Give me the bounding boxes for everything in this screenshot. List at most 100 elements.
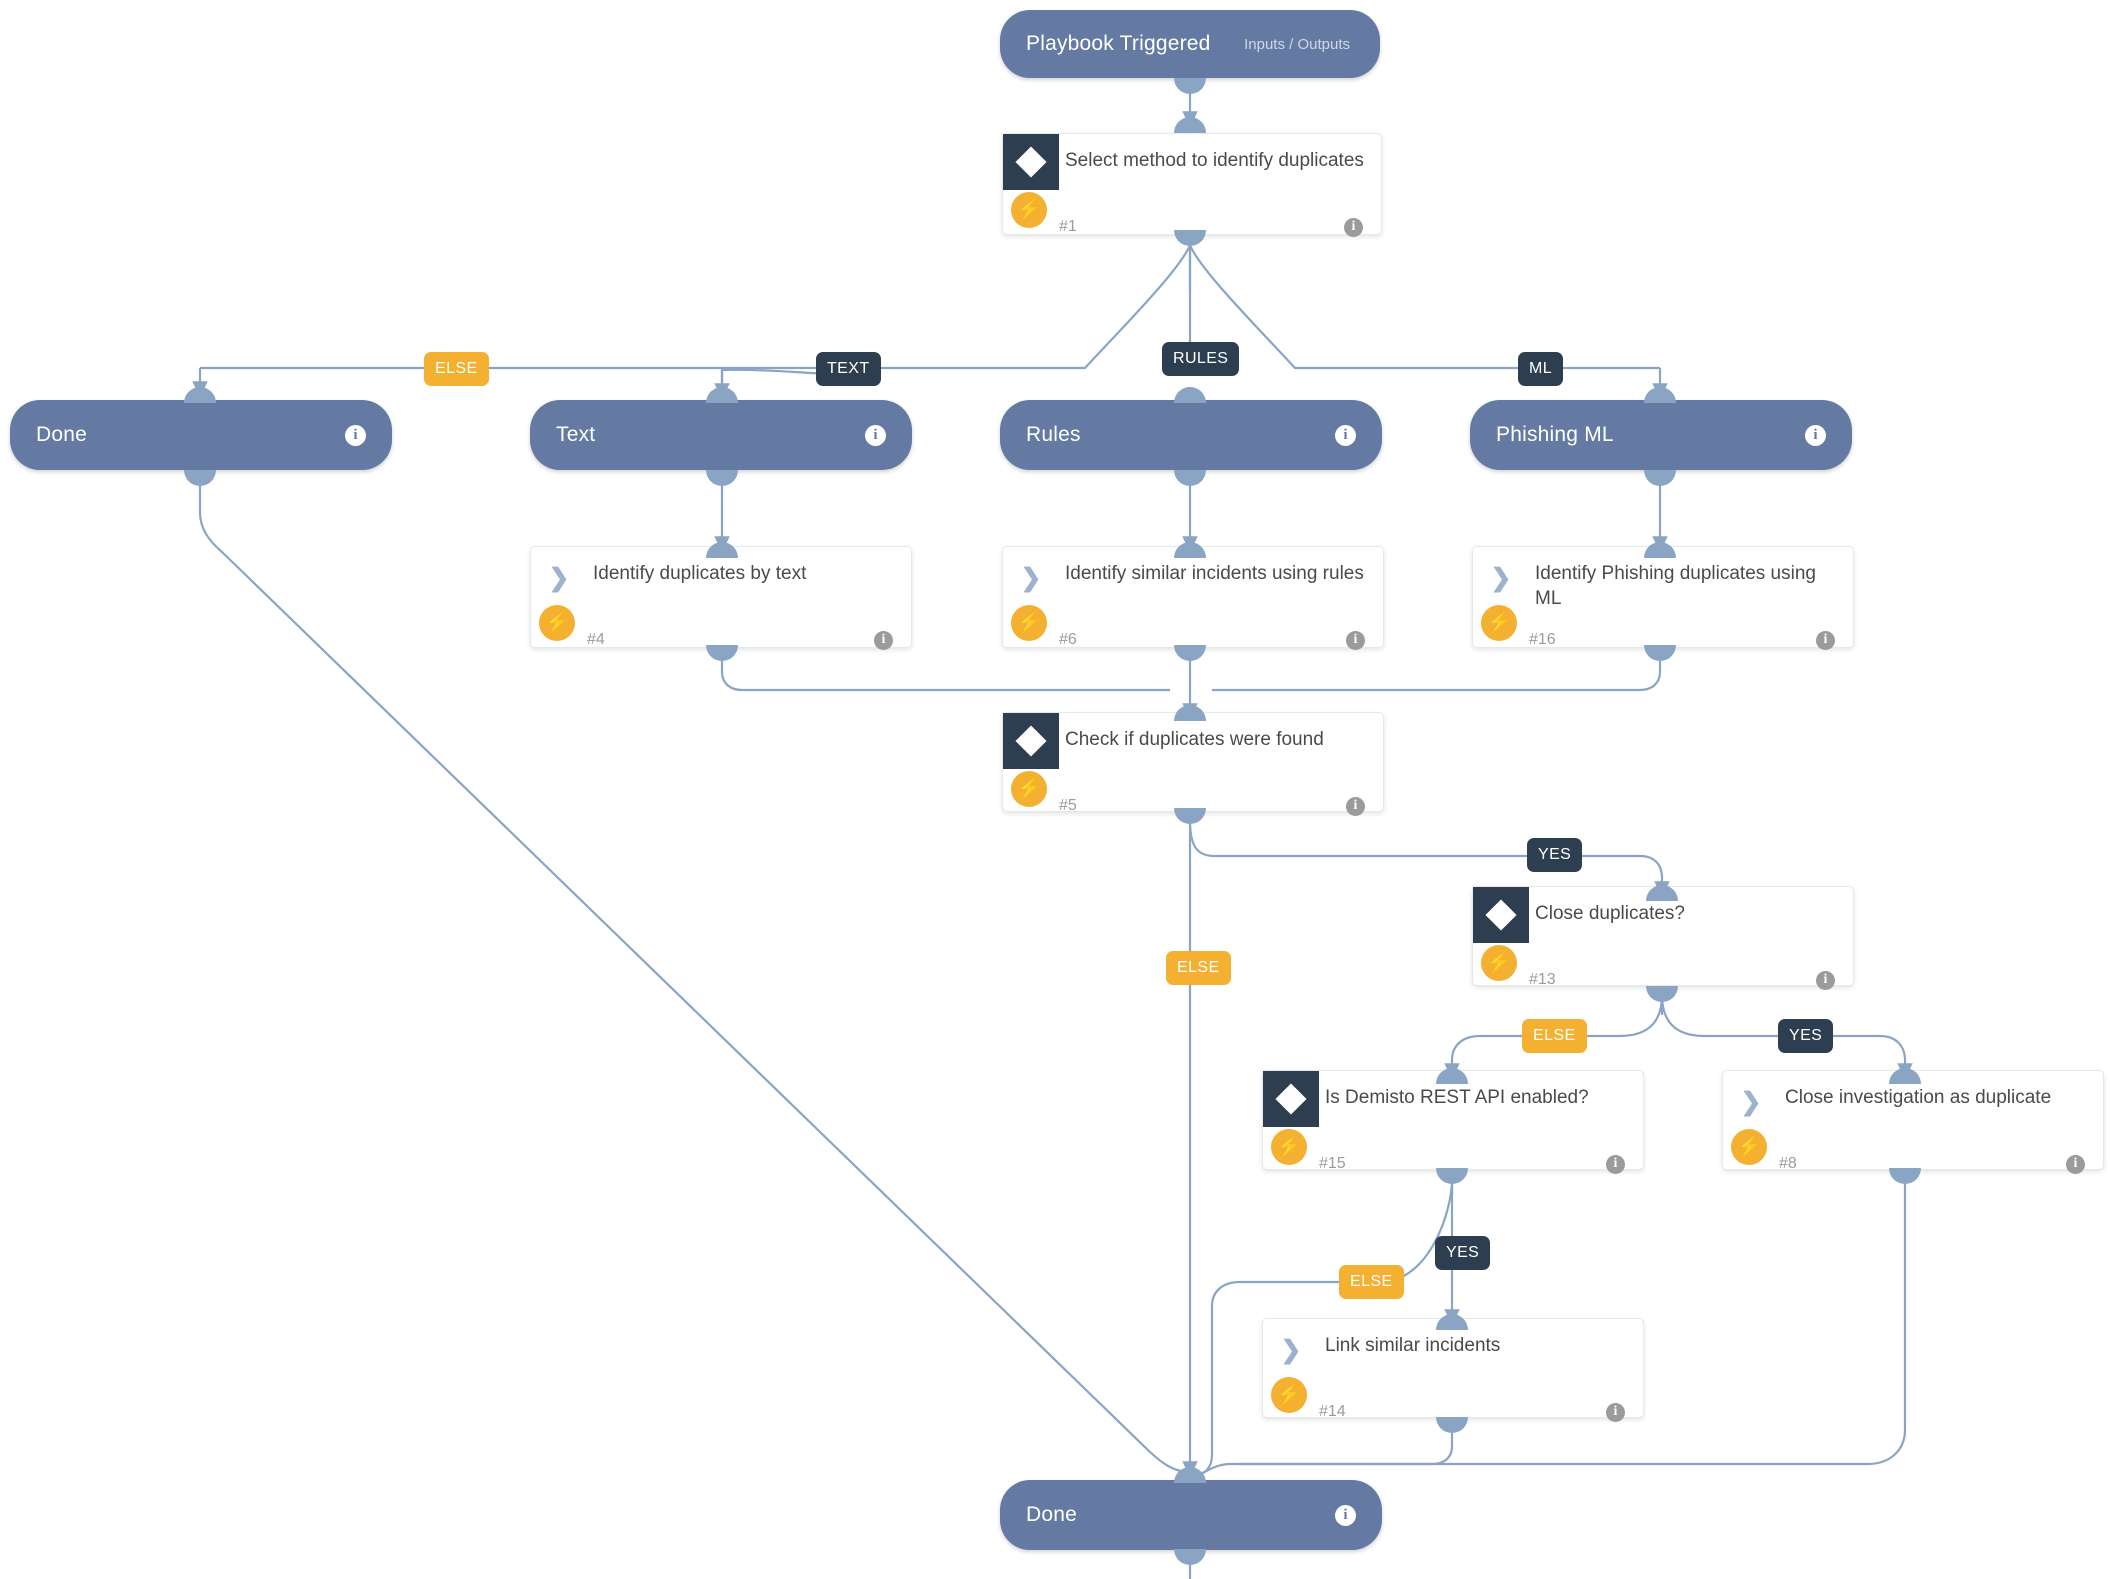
close-dupes-title: Close duplicates? (1535, 903, 1685, 924)
node-is-demisto-rest-api-enabled[interactable]: Is Demisto REST API enabled? ⚡ #15 i (1262, 1070, 1644, 1174)
branch-label-else-left[interactable]: ELSE (424, 352, 489, 386)
connector-out-start (1174, 78, 1206, 94)
bolt-icon: ⚡ (1481, 605, 1517, 641)
connector-in-4 (706, 542, 738, 558)
node-identify-similar-incidents-using-rules[interactable]: ❯ Identify similar incidents using rules… (1002, 546, 1384, 650)
branch-label-else-check[interactable]: ELSE (1166, 951, 1231, 985)
connector-in-6 (1174, 542, 1206, 558)
info-icon[interactable]: i (1346, 630, 1365, 650)
connector-out-done-left (184, 470, 216, 486)
task-number: #13 (1529, 971, 1556, 988)
node-identify-duplicates-by-text[interactable]: ❯ Identify duplicates by text ⚡ #4 i (530, 546, 912, 650)
branch-label-yes-rest[interactable]: YES (1435, 1236, 1491, 1270)
node-rules-section[interactable]: Rules i (1000, 400, 1382, 470)
node-link-similar-incidents[interactable]: ❯ Link similar incidents ⚡ #14 i (1262, 1318, 1644, 1422)
connector-out-done-bottom (1174, 1549, 1206, 1565)
node-ml-section[interactable]: Phishing ML i (1470, 400, 1852, 470)
info-icon[interactable]: i (1346, 796, 1365, 816)
connector-in-rules (1174, 387, 1206, 403)
bolt-icon: ⚡ (1011, 605, 1047, 641)
connector-in-done-bottom (1174, 1467, 1206, 1483)
task-number: #8 (1779, 1155, 1797, 1172)
bolt-icon: ⚡ (1011, 771, 1047, 807)
connector-in-16 (1644, 542, 1676, 558)
chevron-icon: ❯ (1280, 1335, 1302, 1364)
identify-ml-title: Identify Phishing duplicates using ML (1535, 563, 1816, 609)
connector-in-5 (1174, 705, 1206, 721)
branch-label-text[interactable]: TEXT (816, 352, 881, 386)
done-left-label: Done (36, 423, 88, 446)
info-icon[interactable]: i (1335, 424, 1356, 446)
info-icon[interactable]: i (1816, 970, 1835, 990)
task-number: #16 (1529, 631, 1556, 648)
link-incidents-title: Link similar incidents (1325, 1335, 1501, 1356)
node-done-bottom[interactable]: Done i (1000, 1480, 1382, 1550)
task-number: #1 (1059, 218, 1077, 235)
connector-out-rules (1174, 470, 1206, 486)
inputs-outputs-label[interactable]: Inputs / Outputs (1244, 35, 1350, 53)
playbook-triggered-label: Playbook Triggered (1026, 32, 1211, 55)
task-number: #15 (1319, 1155, 1346, 1172)
task-number: #5 (1059, 797, 1077, 814)
card-footer: ⚡ #1 i (1003, 192, 1381, 248)
info-icon[interactable]: i (1344, 217, 1363, 237)
diamond-icon (1003, 713, 1059, 769)
info-icon[interactable]: i (1335, 1504, 1356, 1526)
info-icon[interactable]: i (2066, 1154, 2085, 1174)
branch-label-yes-close[interactable]: YES (1778, 1019, 1834, 1053)
card-header: ❯ Close investigation as duplicate (1723, 1071, 2103, 1143)
card-header: Close duplicates? (1473, 887, 1853, 959)
node-check-if-duplicates-were-found[interactable]: Check if duplicates were found ⚡ #5 i (1002, 712, 1384, 816)
card-header: Is Demisto REST API enabled? (1263, 1071, 1643, 1143)
connector-out-text (706, 470, 738, 486)
branch-label-rules[interactable]: RULES (1162, 342, 1240, 376)
info-icon[interactable]: i (865, 424, 886, 446)
card-header: Select method to identify duplicates (1003, 134, 1381, 206)
bolt-icon: ⚡ (1481, 945, 1517, 981)
card-header: ❯ Identify Phishing duplicates using ML (1473, 547, 1853, 619)
close-investigation-title: Close investigation as duplicate (1785, 1087, 2052, 1108)
bolt-icon: ⚡ (1271, 1377, 1307, 1413)
connector-in-select (1174, 117, 1206, 133)
info-icon[interactable]: i (345, 424, 366, 446)
identify-rules-title: Identify similar incidents using rules (1065, 563, 1364, 584)
bolt-icon: ⚡ (1011, 192, 1047, 228)
info-icon[interactable]: i (874, 630, 893, 650)
diamond-icon (1263, 1071, 1319, 1127)
node-text-section[interactable]: Text i (530, 400, 912, 470)
branch-label-yes-check[interactable]: YES (1527, 838, 1583, 872)
branch-label-ml[interactable]: ML (1518, 352, 1564, 386)
info-icon[interactable]: i (1606, 1402, 1625, 1422)
task-number: #4 (587, 631, 605, 648)
info-icon[interactable]: i (1805, 424, 1826, 446)
ml-section-label: Phishing ML (1496, 423, 1614, 446)
connector-out-ml (1644, 470, 1676, 486)
connector-in-done-left (184, 387, 216, 403)
rest-api-title: Is Demisto REST API enabled? (1325, 1087, 1589, 1108)
bolt-icon: ⚡ (1271, 1129, 1307, 1165)
node-close-duplicates[interactable]: Close duplicates? ⚡ #13 i (1472, 886, 1854, 990)
branch-label-else-close[interactable]: ELSE (1522, 1019, 1587, 1053)
card-footer: ⚡ #16 i (1473, 605, 1853, 661)
bolt-icon: ⚡ (1731, 1129, 1767, 1165)
rules-section-label: Rules (1026, 423, 1081, 446)
node-close-investigation-as-duplicate[interactable]: ❯ Close investigation as duplicate ⚡ #8 … (1722, 1070, 2104, 1174)
node-select-method[interactable]: Select method to identify duplicates ⚡ #… (1002, 133, 1382, 237)
task-number: #6 (1059, 631, 1077, 648)
connector-in-ml (1644, 387, 1676, 403)
chevron-icon: ❯ (548, 563, 570, 592)
node-identify-phishing-duplicates-using-ml[interactable]: ❯ Identify Phishing duplicates using ML … (1472, 546, 1854, 650)
task-number: #14 (1319, 1403, 1346, 1420)
info-icon[interactable]: i (1816, 630, 1835, 650)
node-done-left[interactable]: Done i (10, 400, 392, 470)
bolt-icon: ⚡ (539, 605, 575, 641)
card-footer: ⚡ #15 i (1263, 1129, 1643, 1185)
node-playbook-triggered[interactable]: Playbook Triggered Inputs / Outputs (1000, 10, 1380, 78)
info-icon[interactable]: i (1606, 1154, 1625, 1174)
text-section-label: Text (556, 423, 596, 446)
diamond-icon (1003, 134, 1059, 190)
done-bottom-label: Done (1026, 1503, 1078, 1526)
branch-label-else-rest[interactable]: ELSE (1339, 1265, 1404, 1299)
connector-in-text (706, 387, 738, 403)
